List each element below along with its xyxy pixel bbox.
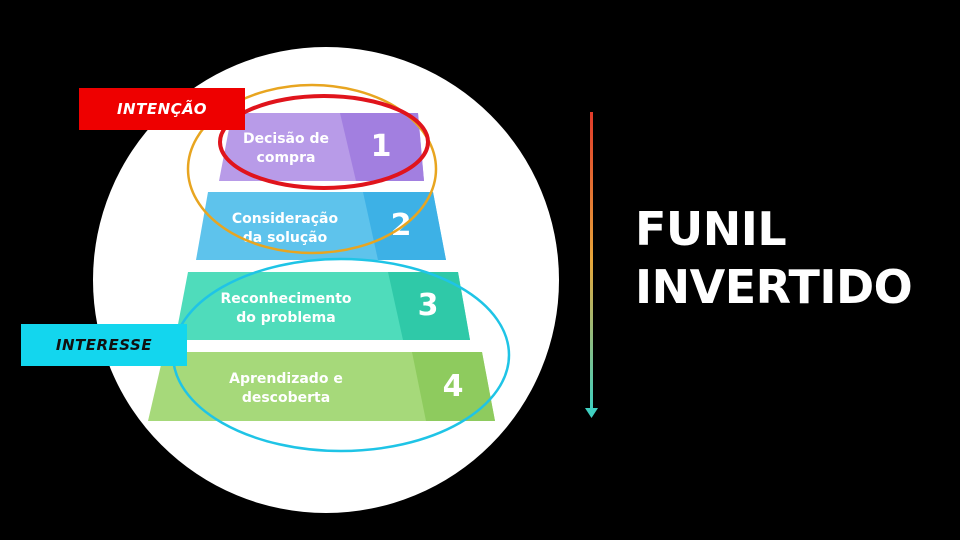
title-line-2: INVERTIDO	[635, 260, 913, 314]
intencao-ring-red	[218, 94, 430, 190]
interesse-tag: INTERESSE	[21, 324, 187, 366]
level-2-label-line1: Consideração	[232, 211, 339, 227]
title-line-1: FUNIL	[635, 202, 787, 256]
level-3-number: 3	[418, 288, 439, 323]
arrow-head	[585, 408, 598, 418]
level-1-number-block	[340, 113, 424, 181]
level-1-label-line1: Decisão de	[243, 131, 329, 147]
level-4-label-line1: Aprendizado e	[229, 371, 343, 387]
intencao-ring-orange	[186, 83, 438, 255]
level-2-label-line2: da solução	[243, 230, 328, 246]
level-1-label-line2: compra	[257, 150, 316, 166]
page-title: FUNIL INVERTIDO	[635, 200, 913, 316]
level-3-label-line1: Reconhecimento	[220, 291, 351, 307]
level-4-number: 4	[443, 369, 464, 404]
funnel-level-1: Decisão de compra 1	[219, 113, 424, 181]
funnel-level-4: Aprendizado e descoberta 4	[148, 352, 495, 421]
level-4-number-block	[412, 352, 495, 421]
level-3-label-line2: do problema	[236, 310, 335, 326]
level-2-number: 2	[391, 208, 412, 243]
level-4-label-line2: descoberta	[242, 390, 330, 406]
level-1-number: 1	[371, 129, 392, 164]
intencao-tag: INTENÇÃO	[79, 88, 245, 130]
arrow-shaft	[590, 112, 593, 410]
funnel-level-3: Reconhecimento do problema 3	[175, 272, 470, 340]
level-3-number-block	[388, 272, 470, 340]
direction-arrow	[585, 112, 598, 418]
funnel-level-2: Consideração da solução 2	[196, 192, 446, 260]
level-4-band	[148, 352, 495, 421]
